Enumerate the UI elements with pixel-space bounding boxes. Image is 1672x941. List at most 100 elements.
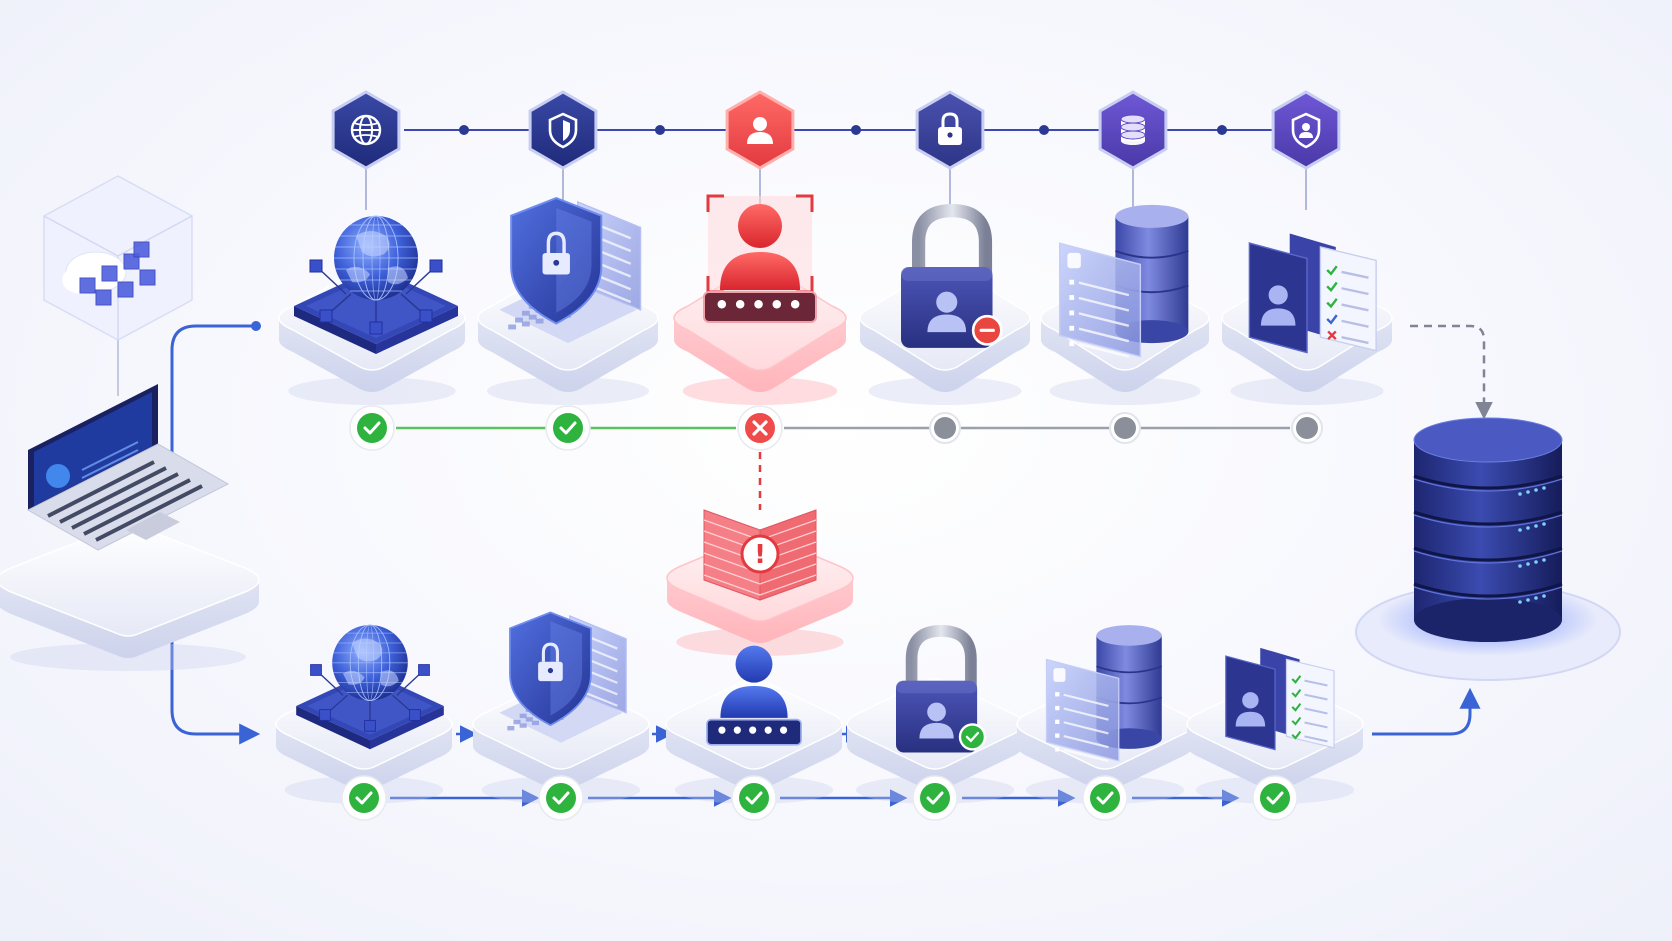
check-circle <box>1260 783 1290 813</box>
lock-shackle <box>905 624 977 686</box>
padlock-user-icon <box>896 624 987 753</box>
stage-platforms <box>0 265 1393 804</box>
user-body <box>1260 308 1296 326</box>
check-badge-icon <box>958 723 987 751</box>
check-circle <box>739 783 769 813</box>
top-status-network <box>349 405 395 451</box>
password-field <box>703 291 817 323</box>
user-head <box>738 204 782 248</box>
hex-badge <box>1098 90 1168 170</box>
bottom-status-authorization <box>912 775 958 821</box>
check-icon <box>1096 791 1114 805</box>
led <box>1542 558 1546 562</box>
node-cube <box>364 719 376 732</box>
central-database-icon <box>1355 417 1621 681</box>
flow-to-database <box>1372 687 1481 736</box>
led <box>1534 488 1538 492</box>
flow-dot <box>251 321 261 331</box>
check-mark-icon <box>1291 675 1302 684</box>
user-head <box>1242 692 1259 709</box>
user-body <box>720 686 788 718</box>
node-cube <box>310 664 322 676</box>
database-records-icon <box>1058 204 1189 358</box>
check-mark-icon <box>1326 314 1338 325</box>
db-ring <box>1413 582 1563 598</box>
led <box>1518 528 1522 532</box>
check-mark-icon <box>1326 281 1338 292</box>
chain-dot <box>1039 125 1049 135</box>
screen-globe <box>46 464 70 488</box>
bottom-status-access-review <box>1252 775 1298 821</box>
check-icon <box>926 791 944 805</box>
user-login-failed-icon: ••••• <box>703 194 817 323</box>
user-head <box>927 702 946 722</box>
check-icon <box>745 791 763 805</box>
flow-to-bottom-row <box>170 600 261 745</box>
globe-server-icon <box>294 215 458 354</box>
check-mark-icon <box>1326 265 1338 276</box>
bottom-status-network <box>341 775 387 821</box>
continents <box>346 231 408 285</box>
chain-dot <box>851 125 861 135</box>
data-block <box>139 269 156 286</box>
node-cube <box>309 259 323 273</box>
keyboard-row <box>59 466 167 524</box>
trackpad <box>126 512 180 540</box>
check-circle <box>349 783 379 813</box>
db-ring <box>1413 474 1563 490</box>
user-login-icon: ••••• <box>706 645 802 746</box>
led <box>1534 596 1538 600</box>
bottom-status-firewall <box>538 775 584 821</box>
data-block <box>123 253 140 270</box>
db-mini-icon <box>1053 668 1066 682</box>
node-cube <box>319 309 333 323</box>
node-cube <box>419 309 433 323</box>
laptop-platform <box>0 523 260 671</box>
led <box>1542 594 1546 598</box>
led <box>1518 600 1522 604</box>
data-block <box>101 265 118 282</box>
check-mark-icon <box>1291 730 1302 740</box>
endpoint-devices <box>26 175 1621 681</box>
flow-to-top-row <box>170 324 254 500</box>
db-top <box>1413 417 1563 463</box>
node-cube <box>369 321 383 335</box>
hex-badge <box>1271 90 1341 170</box>
top-status-firewall <box>545 405 591 451</box>
bottom-status-identity <box>731 775 777 821</box>
check-icon <box>1266 791 1284 805</box>
led <box>1526 526 1530 530</box>
scan-frame <box>706 194 814 294</box>
user-body <box>720 252 800 290</box>
status-indicators <box>341 405 1323 821</box>
check-icon <box>355 791 373 805</box>
led <box>1526 562 1530 566</box>
node-cube <box>409 709 421 721</box>
data-block <box>133 241 150 258</box>
keyboard-row <box>71 472 179 530</box>
led <box>1534 524 1538 528</box>
shield-firewall-icon <box>499 197 642 344</box>
hex-badge <box>915 90 985 170</box>
check-mark-icon <box>1291 689 1302 698</box>
checklist <box>1285 658 1335 749</box>
top-status-identity <box>737 405 783 451</box>
db-ring <box>1413 510 1563 526</box>
user-body <box>1235 711 1266 727</box>
password-mask: ••••• <box>715 718 792 742</box>
keyboard-row <box>47 460 155 518</box>
pending-dot <box>1296 417 1318 439</box>
lock-shackle <box>541 642 560 662</box>
alert-badge <box>740 534 780 574</box>
user-shield-icon <box>1291 112 1321 149</box>
data-block <box>117 281 134 298</box>
led <box>1526 598 1530 602</box>
alert-symbol: ! <box>754 540 766 570</box>
password-field <box>706 718 802 746</box>
led <box>1542 486 1546 490</box>
access-review-icon <box>1225 647 1335 751</box>
top-status-data <box>1109 412 1141 444</box>
data-block <box>95 289 112 306</box>
checklist <box>1319 246 1377 352</box>
led <box>1542 522 1546 526</box>
